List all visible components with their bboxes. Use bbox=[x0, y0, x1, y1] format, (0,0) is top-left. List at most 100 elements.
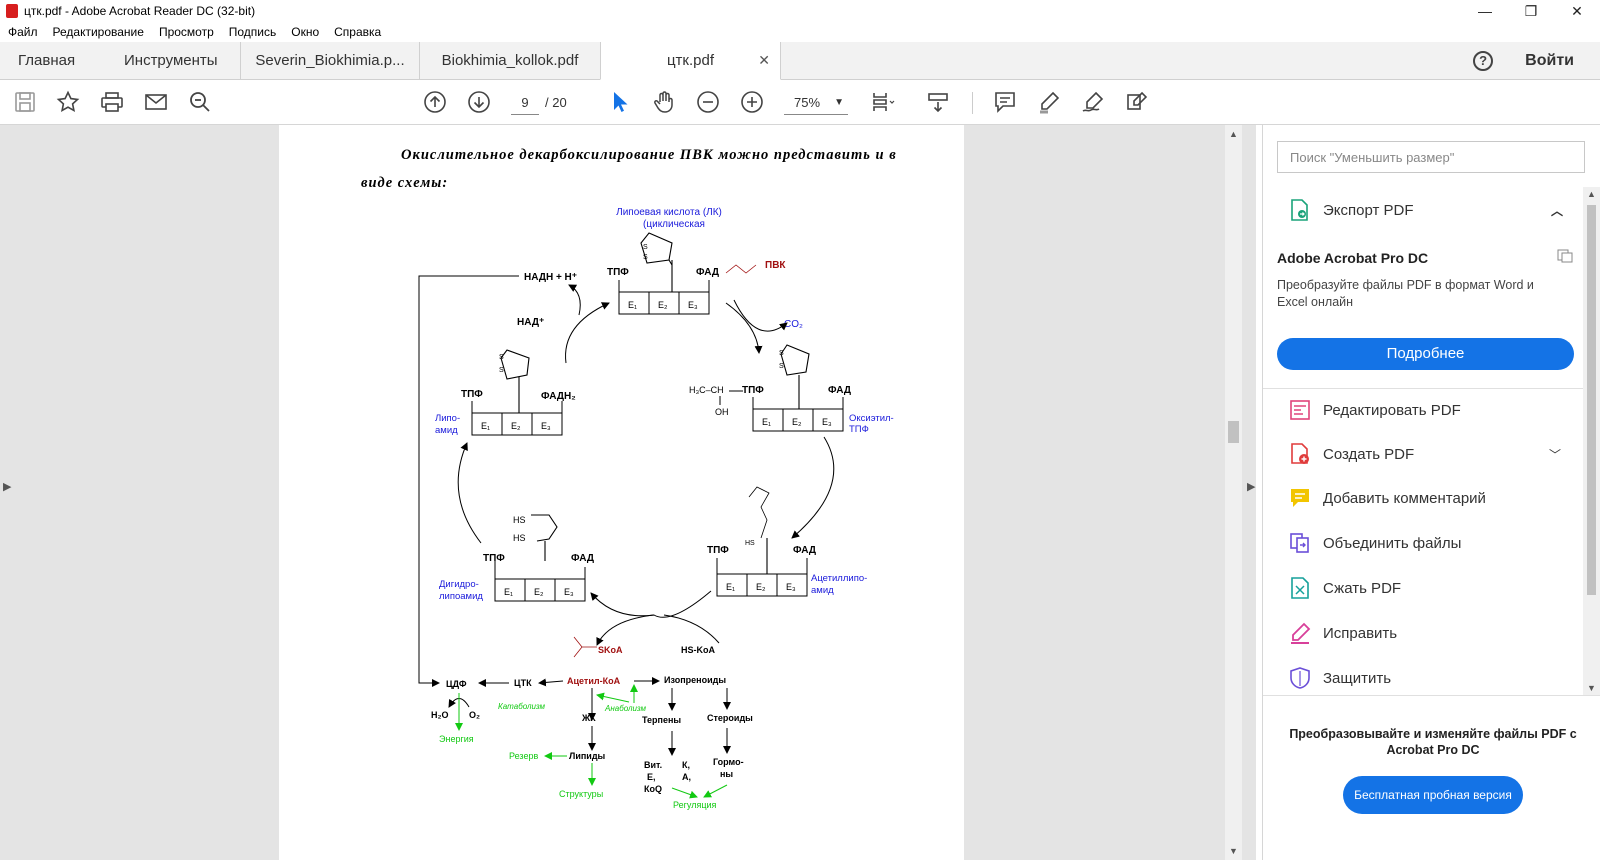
document-scrollbar[interactable]: ▲ ▼ bbox=[1225, 125, 1242, 860]
chevron-down-icon[interactable]: ﹀ bbox=[1548, 447, 1561, 462]
tool-protect[interactable]: Защитить bbox=[1263, 663, 1583, 693]
tool-create-pdf[interactable]: Создать PDF ﹀ bbox=[1263, 439, 1583, 469]
zoom-out-icon[interactable] bbox=[695, 89, 721, 115]
edit-pdf-icon bbox=[1290, 400, 1310, 420]
chevron-up-icon[interactable]: ︿ bbox=[1550, 203, 1563, 218]
trial-promo: Преобразовывайте и изменяйте файлы PDF с… bbox=[1263, 695, 1600, 860]
label-vit1: Вит. bbox=[644, 760, 662, 770]
tool-combine-files[interactable]: Объединить файлы bbox=[1263, 528, 1583, 558]
save-icon[interactable] bbox=[12, 89, 38, 115]
menu-window[interactable]: Окно bbox=[291, 25, 320, 39]
sign-icon[interactable] bbox=[1080, 89, 1106, 115]
s-atom: S bbox=[643, 254, 648, 261]
menu-help[interactable]: Справка bbox=[334, 25, 382, 39]
prev-page-icon[interactable] bbox=[422, 89, 448, 115]
e1-label: E₁ bbox=[628, 300, 637, 310]
tab-bar: Главная Инструменты Severin_Biokhimia.p.… bbox=[0, 42, 1600, 80]
tab-doc-severin[interactable]: Severin_Biokhimia.p... bbox=[240, 42, 419, 79]
arrow-regulation1 bbox=[671, 787, 698, 799]
minimize-button[interactable]: — bbox=[1478, 3, 1492, 19]
scroll-down-icon[interactable]: ▼ bbox=[1229, 846, 1238, 856]
email-icon[interactable] bbox=[143, 89, 169, 115]
label-fad-br: ФАД bbox=[793, 545, 816, 556]
enzyme-box-left bbox=[471, 401, 563, 436]
label-lipoic2: (циклическая bbox=[643, 219, 705, 230]
doc-paragraph-line1: Окислительное декарбоксилирование ПВК мо… bbox=[401, 147, 897, 163]
comment-icon bbox=[1291, 489, 1309, 507]
maximize-button[interactable]: ❐ bbox=[1524, 3, 1538, 19]
tools-scrollbar[interactable]: ▲ ▼ bbox=[1583, 187, 1600, 695]
fix-pen-icon bbox=[1291, 622, 1311, 644]
copy-icon[interactable] bbox=[1557, 249, 1573, 263]
tools-search-input[interactable]: Поиск "Уменьшить размер" bbox=[1277, 141, 1585, 173]
scrollbar-thumb[interactable] bbox=[1587, 205, 1596, 595]
label-skoa: SKoA bbox=[598, 645, 623, 655]
menu-view[interactable]: Просмотр bbox=[158, 25, 214, 39]
help-icon[interactable]: ? bbox=[1473, 50, 1494, 71]
label-tpf-left: ТПФ bbox=[461, 389, 483, 400]
label-lipoic: Липоевая кислота (ЛК) bbox=[616, 207, 722, 218]
arrow-bottom bbox=[590, 590, 712, 618]
comment-icon[interactable] bbox=[992, 89, 1018, 115]
page-layout-icon[interactable] bbox=[870, 89, 896, 115]
scroll-up-icon[interactable]: ▲ bbox=[1229, 129, 1238, 139]
export-pdf-header[interactable]: Экспорт PDF ︿ bbox=[1263, 191, 1583, 229]
e2-label: E₂ bbox=[511, 421, 521, 431]
collapse-right-panel-icon[interactable]: ▶ bbox=[1247, 481, 1256, 493]
label-tpf-right: ТПФ bbox=[742, 385, 764, 396]
label-steroids: Стероиды bbox=[707, 713, 753, 723]
close-tab-icon[interactable]: ✕ bbox=[758, 52, 770, 68]
print-icon[interactable] bbox=[99, 89, 125, 115]
shield-icon bbox=[1290, 667, 1310, 689]
menu-sign[interactable]: Подпись bbox=[228, 25, 277, 39]
select-cursor-icon[interactable] bbox=[607, 89, 633, 115]
tool-compress-pdf[interactable]: Сжать PDF bbox=[1263, 573, 1583, 603]
label-acetyl2: амид bbox=[811, 585, 834, 596]
page-number-input[interactable]: 9 bbox=[511, 91, 539, 115]
free-trial-button[interactable]: Бесплатная пробная версия bbox=[1343, 776, 1523, 814]
expand-left-panel-icon[interactable]: ▶ bbox=[3, 481, 12, 493]
menu-edit[interactable]: Редактирование bbox=[52, 25, 144, 39]
label-tpf-br: ТПФ bbox=[707, 545, 729, 556]
e2-label: E₂ bbox=[534, 587, 544, 597]
label-oh: OH bbox=[715, 407, 729, 417]
zoom-in-icon[interactable] bbox=[739, 89, 765, 115]
learn-more-button[interactable]: Подробнее bbox=[1277, 338, 1574, 370]
sign-in-button[interactable]: Войти bbox=[1525, 51, 1574, 69]
arrow-hskoa bbox=[663, 614, 720, 644]
tab-doc-kollok[interactable]: Biokhimia_kollok.pdf bbox=[419, 42, 600, 79]
scrollbar-thumb[interactable] bbox=[1228, 421, 1239, 443]
enzyme-box-bottom-right bbox=[716, 558, 808, 597]
compress-pdf-icon bbox=[1291, 577, 1309, 599]
tool-label: Добавить комментарий bbox=[1323, 489, 1486, 507]
fill-sign-icon[interactable] bbox=[1124, 89, 1150, 115]
e2-label: E₂ bbox=[756, 582, 766, 592]
highlight-pen-icon[interactable] bbox=[1036, 89, 1062, 115]
scroll-down-icon[interactable]: ▼ bbox=[1587, 683, 1596, 693]
scroll-mode-icon[interactable] bbox=[925, 89, 951, 115]
arrow-right-top bbox=[725, 302, 763, 354]
tab-doc-ctk[interactable]: цтк.pdf ✕ bbox=[600, 42, 781, 80]
label-h2o: H₂O bbox=[431, 710, 449, 720]
tab-tools[interactable]: Инструменты bbox=[124, 52, 218, 69]
tab-home[interactable]: Главная bbox=[18, 52, 76, 69]
close-window-button[interactable]: ✕ bbox=[1571, 3, 1583, 19]
enzyme-box-bottom-left bbox=[494, 561, 586, 602]
tool-label: Объединить файлы bbox=[1323, 534, 1462, 552]
tool-fix[interactable]: Исправить bbox=[1263, 618, 1583, 648]
label-acetyl1: Ацетиллипо- bbox=[811, 573, 867, 584]
zoom-level-select[interactable]: 75% ▼ bbox=[784, 91, 848, 115]
search-zoom-icon[interactable] bbox=[187, 89, 213, 115]
menu-file[interactable]: Файл bbox=[8, 25, 38, 39]
bookmark-star-icon[interactable] bbox=[55, 89, 81, 115]
tab-doc-label: Severin_Biokhimia.p... bbox=[255, 52, 405, 69]
label-lipoamid1: Липо- bbox=[435, 413, 460, 424]
next-page-icon[interactable] bbox=[466, 89, 492, 115]
document-viewer[interactable]: ▶ Окислительное декарбоксилирование ПВК … bbox=[0, 125, 1256, 860]
e1-label: E₁ bbox=[504, 587, 513, 597]
tool-edit-pdf[interactable]: Редактировать PDF bbox=[1263, 395, 1583, 425]
export-pdf-label: Экспорт PDF bbox=[1323, 201, 1414, 219]
scroll-up-icon[interactable]: ▲ bbox=[1587, 189, 1596, 199]
tool-add-comment[interactable]: Добавить комментарий bbox=[1263, 483, 1583, 513]
hand-tool-icon[interactable] bbox=[651, 89, 677, 115]
